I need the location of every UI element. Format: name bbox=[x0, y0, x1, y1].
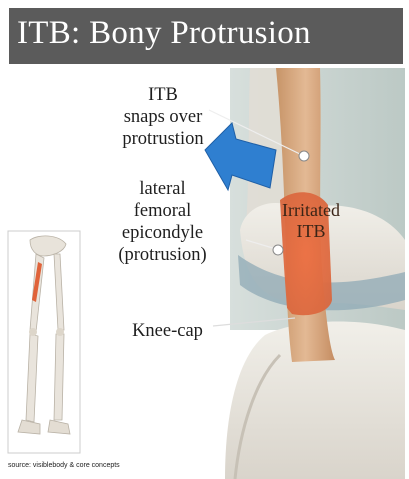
label-line: protrustion bbox=[98, 128, 228, 150]
label-line: ITB bbox=[266, 221, 356, 242]
epicondyle-marker bbox=[273, 245, 283, 255]
source-credit: source: visiblebody & core concepts bbox=[8, 462, 120, 469]
label-irritated-itb: Irritated ITB bbox=[266, 200, 356, 242]
label-line: lateral bbox=[95, 178, 230, 200]
label-lateral-epicondyle: lateral femoral epicondyle (protrusion) bbox=[95, 178, 230, 266]
label-line: femoral bbox=[95, 200, 230, 222]
label-knee-cap: Knee-cap bbox=[120, 320, 215, 342]
label-line: snaps over bbox=[98, 106, 228, 128]
slide-title: ITB: Bony Protrusion bbox=[17, 15, 311, 52]
title-bar: ITB: Bony Protrusion bbox=[9, 8, 403, 64]
label-line: epicondyle bbox=[95, 222, 230, 244]
itb-marker bbox=[299, 151, 309, 161]
label-itb-snaps: ITB snaps over protrustion bbox=[98, 84, 228, 150]
label-line: (protrusion) bbox=[95, 244, 230, 266]
label-line: Irritated bbox=[266, 200, 356, 221]
skeleton-inset bbox=[8, 231, 80, 453]
label-line: ITB bbox=[98, 84, 228, 106]
